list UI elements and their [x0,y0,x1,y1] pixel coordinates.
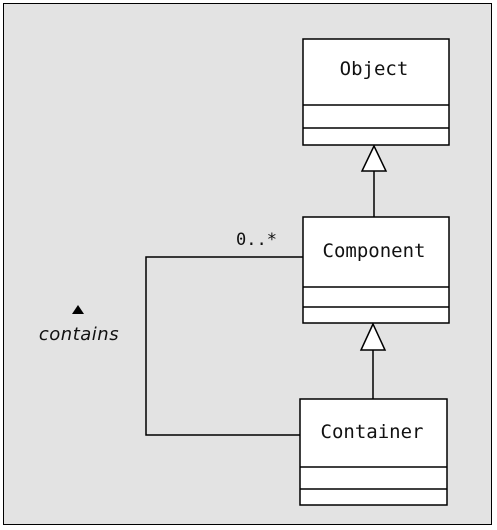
class-container[interactable]: Container [299,398,448,506]
class-container-box [299,398,448,506]
association-contains: 0..* contains [39,230,303,436]
class-container-name: Container [321,421,424,443]
class-component-box [302,216,450,324]
association-name-label: contains [39,324,119,345]
inheritance-arrowhead-icon [360,144,388,172]
inheritance-arrowhead-icon [359,322,387,351]
direction-triangle-icon [72,305,84,314]
class-object-box [302,38,450,146]
association-line [145,256,303,436]
generalization-container-component [359,322,387,399]
generalization-component-object [360,144,388,217]
class-component-name: Component [323,240,426,262]
class-object-name: Object [340,58,409,80]
class-object[interactable]: Object [302,38,450,146]
class-component[interactable]: Component [302,216,450,324]
multiplicity-label: 0..* [236,230,277,250]
